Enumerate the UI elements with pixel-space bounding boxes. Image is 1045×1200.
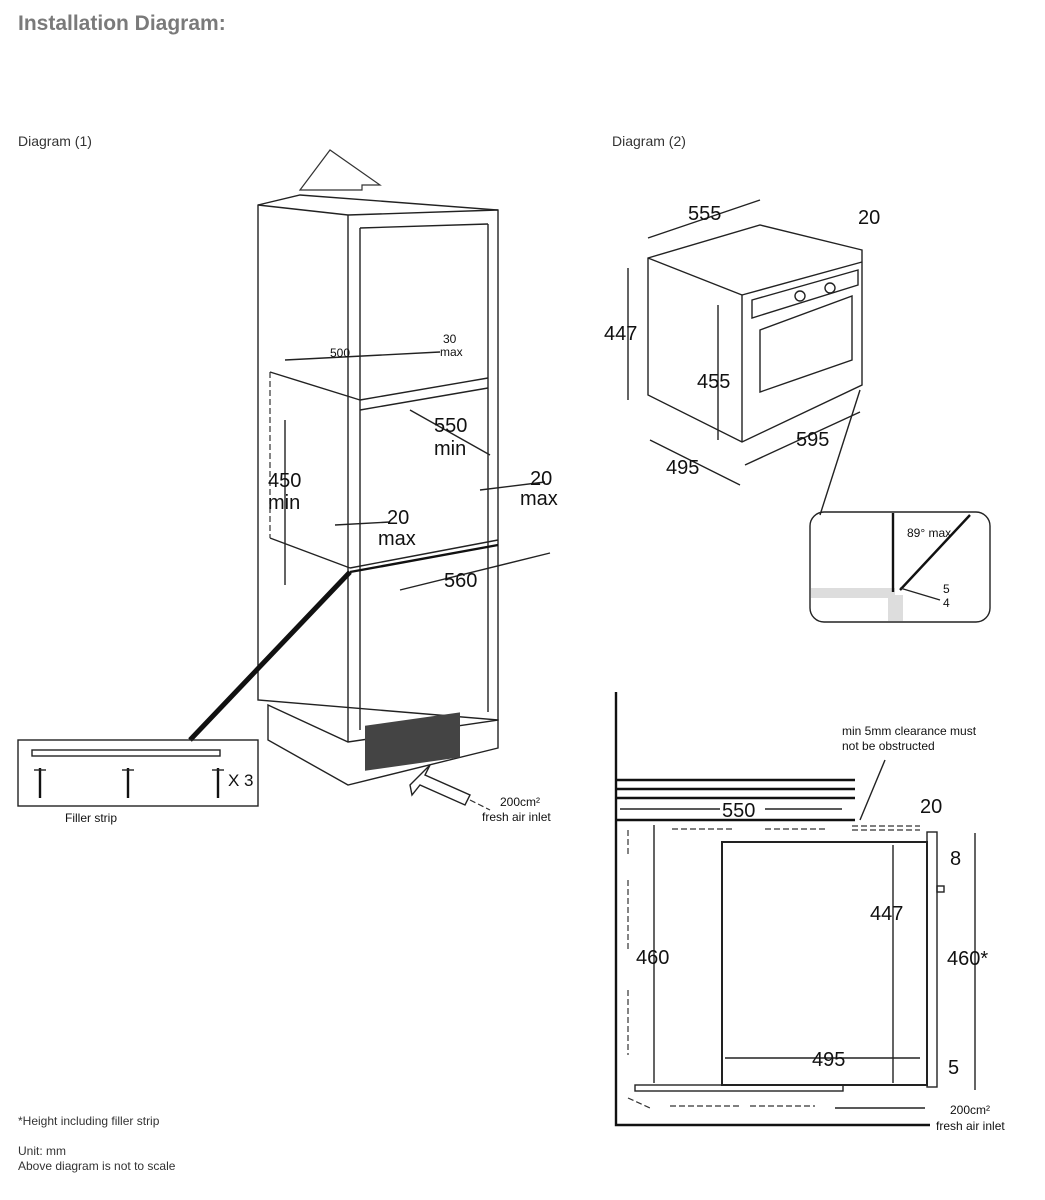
dim-450-min: min <box>268 492 300 514</box>
dim-495-section: 495 <box>812 1049 845 1071</box>
clearance-note-2: not be obstructed <box>842 739 935 753</box>
screws-count: X 3 <box>228 771 254 790</box>
height-note: *Height including filler strip <box>18 1114 160 1128</box>
dim-20-side: 20 <box>530 468 552 490</box>
dim-20-side-max: max <box>520 488 558 510</box>
dim-555: 555 <box>688 203 721 225</box>
air-inlet-arrow-icon <box>409 764 471 806</box>
dim-495: 495 <box>666 457 699 479</box>
screw-icon <box>122 768 134 798</box>
dim-30: 30 <box>443 332 457 346</box>
dim-20-front-max: max <box>378 528 416 550</box>
dim-460-star-section: 460* <box>947 948 988 970</box>
detail-angle: 89° max <box>907 526 951 540</box>
detail-dim-5: 5 <box>943 582 950 596</box>
dim-5-section: 5 <box>948 1057 959 1079</box>
page-title: Installation Diagram: <box>18 12 226 35</box>
diagram-1-cabinet <box>188 149 551 811</box>
diagram-3-section <box>614 692 976 1127</box>
dim-550: 550 <box>434 415 467 437</box>
door-detail-inset <box>809 511 991 623</box>
dim-450: 450 <box>268 470 301 492</box>
dim-455: 455 <box>697 371 730 393</box>
scale-note: Above diagram is not to scale <box>18 1159 176 1173</box>
dim-550-section: 550 <box>722 800 755 822</box>
filler-strip-label: Filler strip <box>65 811 117 825</box>
dim-500: 500 <box>330 346 350 360</box>
air-inlet-label-4: fresh air inlet <box>936 1119 1005 1133</box>
dim-8-section: 8 <box>950 848 961 870</box>
dim-595: 595 <box>796 429 829 451</box>
filler-strip-inset <box>17 739 259 807</box>
dim-30-max: max <box>440 345 463 359</box>
diagram-2-oven <box>627 199 863 516</box>
diagram-1-caption: Diagram (1) <box>18 133 92 149</box>
dim-447-section: 447 <box>870 903 903 925</box>
up-arrow-icon <box>298 149 382 191</box>
dim-20: 20 <box>858 207 880 229</box>
air-inlet-label-3: 200cm² <box>950 1103 990 1117</box>
dim-560: 560 <box>444 570 477 592</box>
dim-20-front: 20 <box>387 507 409 529</box>
dim-447: 447 <box>604 323 637 345</box>
screw-icon <box>212 768 224 798</box>
unit-note: Unit: mm <box>18 1144 66 1158</box>
air-inlet-label-2: fresh air inlet <box>482 810 551 824</box>
clearance-note-1: min 5mm clearance must <box>842 724 977 738</box>
dim-550-min: min <box>434 438 466 460</box>
screw-icon <box>34 768 46 798</box>
diagram-2-caption: Diagram (2) <box>612 133 686 149</box>
air-inlet-label-1: 200cm² <box>500 795 540 809</box>
dim-20-section: 20 <box>920 796 942 818</box>
dim-460-section: 460 <box>636 947 669 969</box>
detail-dim-4: 4 <box>943 596 950 610</box>
